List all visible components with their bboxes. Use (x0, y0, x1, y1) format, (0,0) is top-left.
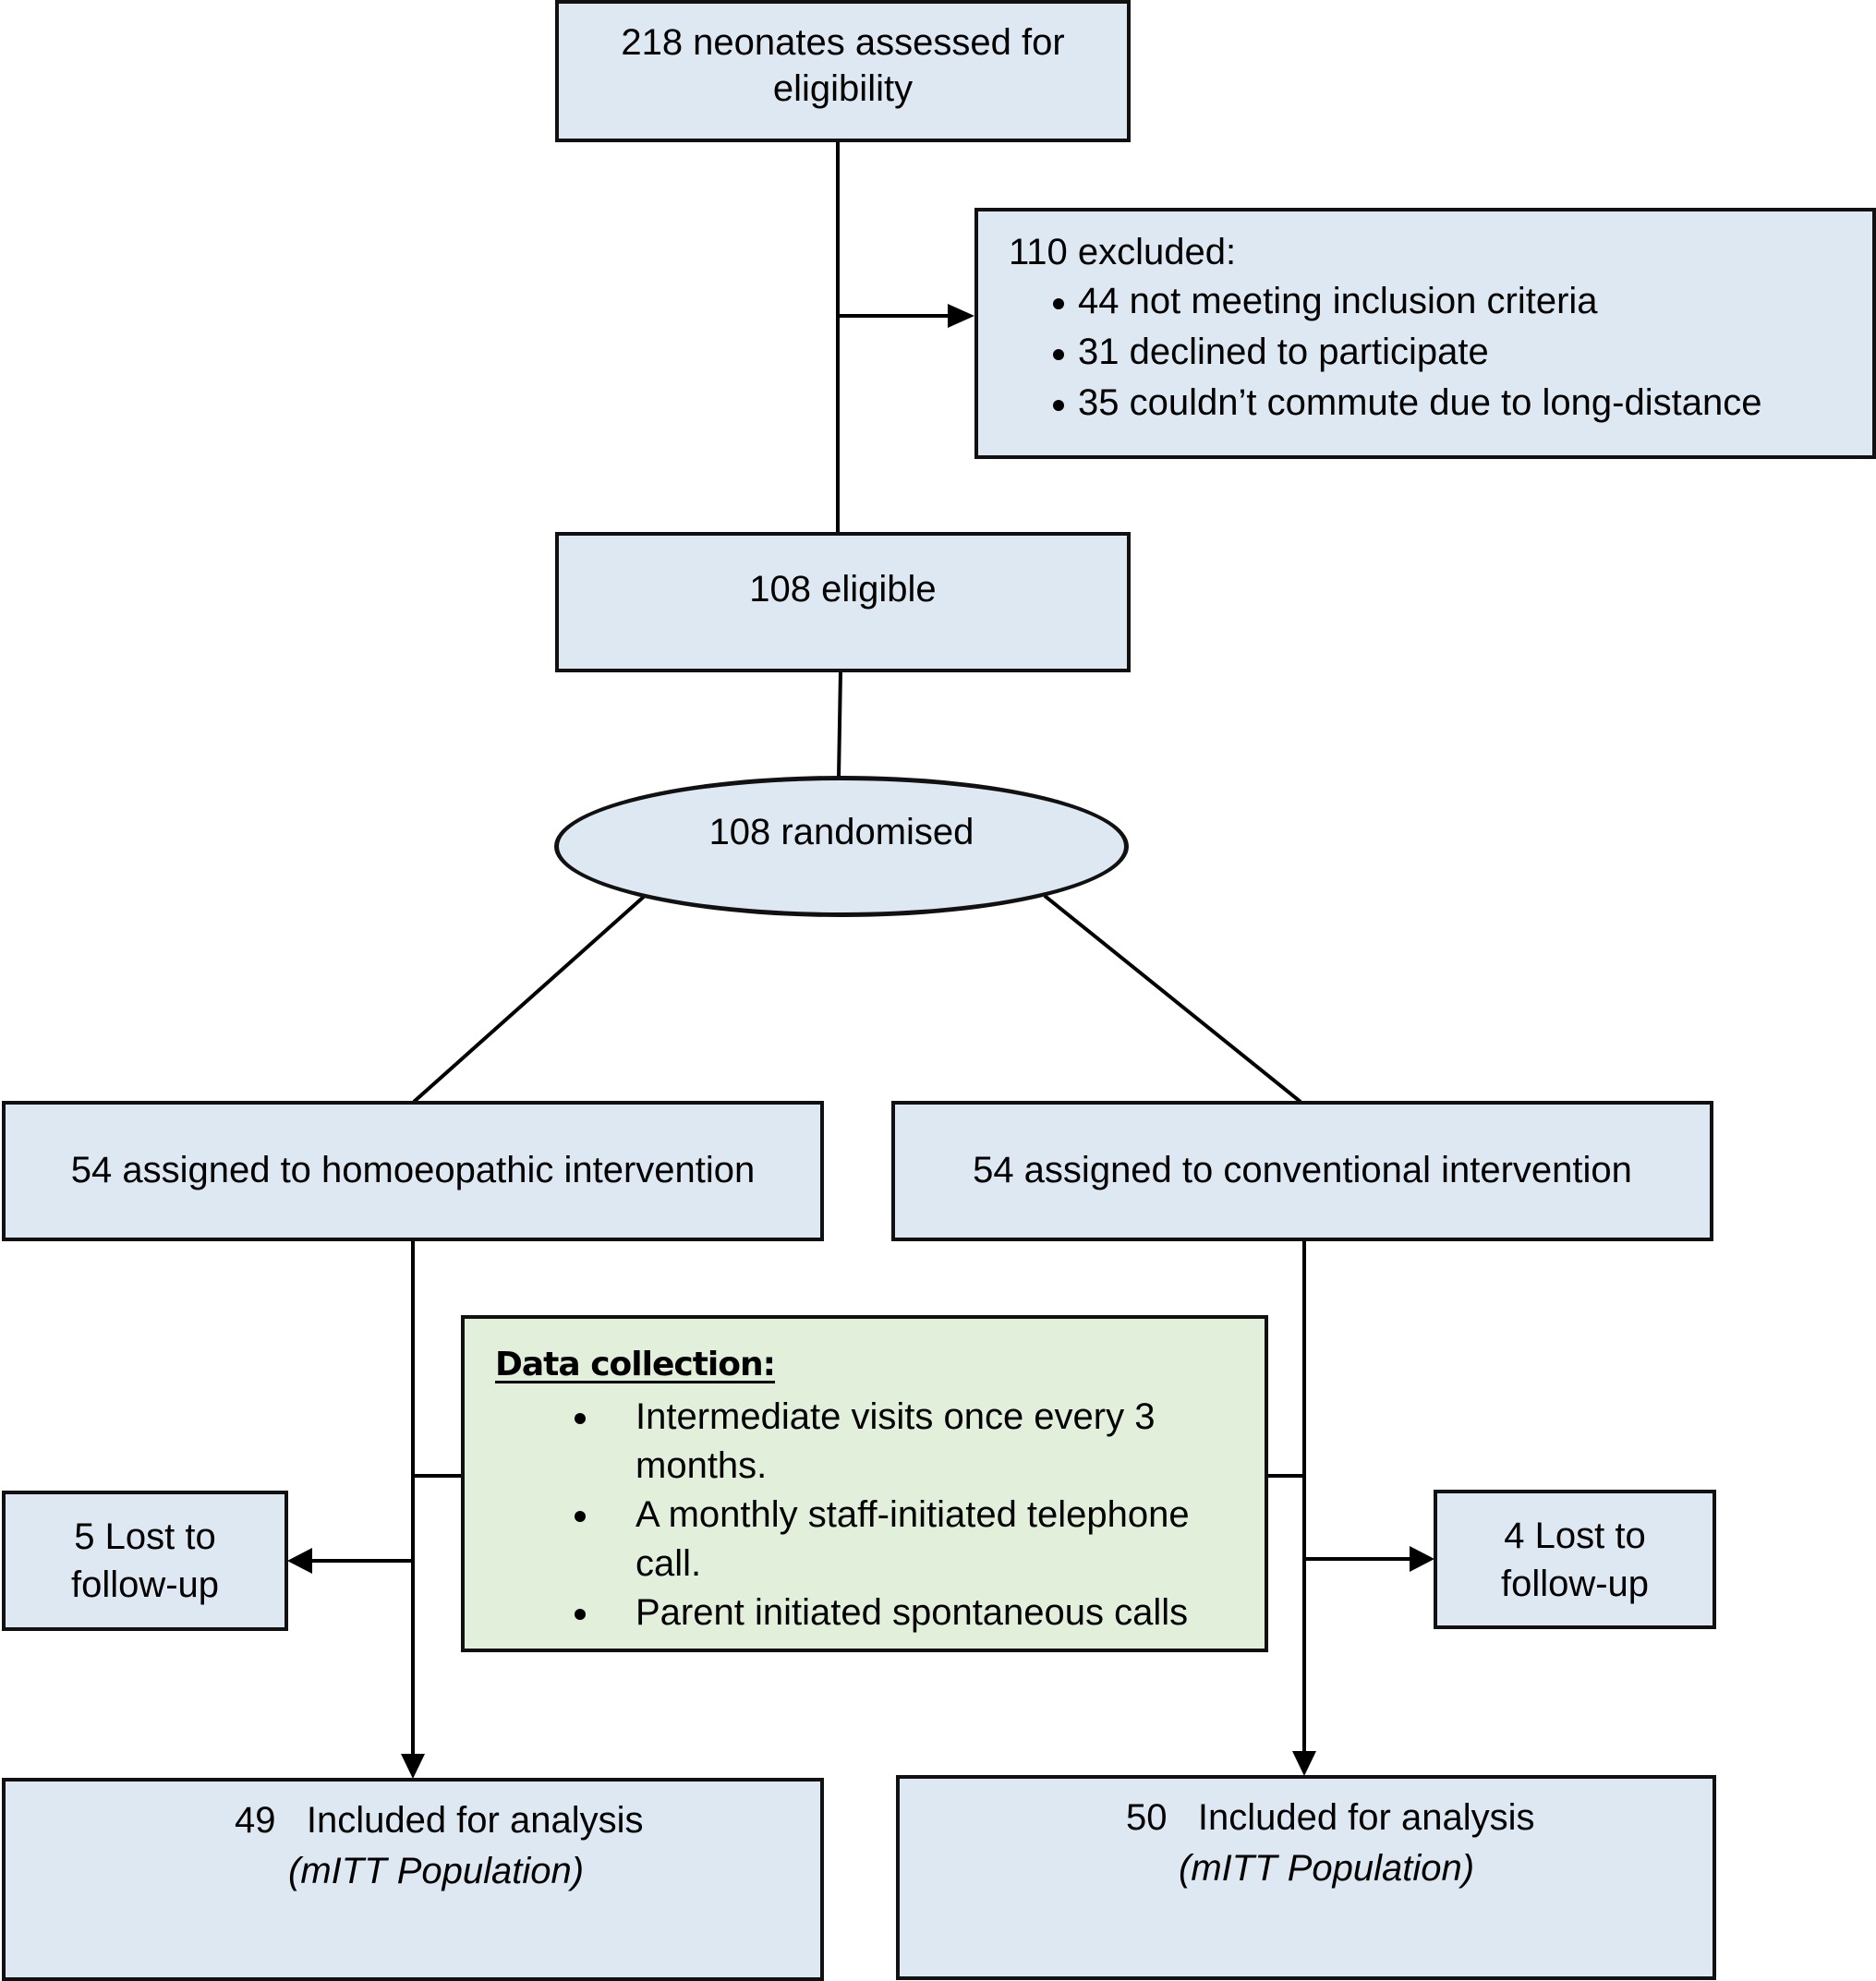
homoeopathic-analysed-line1: 49 Included for analysis (235, 1800, 644, 1841)
conventional-analysed-line2: (mITT Population) (1179, 1848, 1475, 1889)
excluded-item: 35 couldn’t commute due to long-distance (1053, 378, 1761, 429)
bullet-icon (575, 1413, 586, 1424)
arrowhead-analysed-left (401, 1754, 425, 1779)
homoeopathic-analysed-box: 49 Included for analysis (mITT Populatio… (2, 1778, 824, 1981)
excluded-item: 44 not meeting inclusion criteria (1053, 276, 1761, 327)
homoeopathic-lost-line1: 5 Lost to (74, 1516, 216, 1557)
arrowhead-lost-left (287, 1548, 312, 1574)
randomised-label: 108 randomised (708, 812, 974, 852)
bullet-icon (575, 1609, 586, 1620)
conventional-lost-line2: follow-up (1500, 1564, 1650, 1604)
conventional-assigned-label: 54 assigned to conventional intervention (973, 1150, 1632, 1190)
data-collection-item: Parent initiated spontaneous calls (575, 1588, 1190, 1637)
excluded-list: 44 not meeting inclusion criteria 31 dec… (1053, 276, 1761, 429)
homoeopathic-lost-line2: follow-up (70, 1564, 220, 1605)
conventional-analysed-line1: 50 Included for analysis (1126, 1797, 1535, 1838)
arrowhead-analysed-right (1292, 1751, 1316, 1776)
line-eligible-to-randomised (837, 670, 842, 779)
bullet-icon (575, 1511, 586, 1522)
homoeopathic-assigned-box: 54 assigned to homoeopathic intervention (2, 1101, 824, 1241)
randomised-ellipse: 108 randomised (554, 776, 1129, 917)
excluded-box: 110 excluded: 44 not meeting inclusion c… (974, 208, 1876, 459)
data-collection-list: Intermediate visits once every 3 months.… (575, 1393, 1190, 1637)
data-collection-box: Data collection: Intermediate visits onc… (461, 1315, 1268, 1652)
assessed-line1: 218 neonates assessed for (621, 22, 1065, 63)
line-randomised-to-homoeopathic (412, 894, 647, 1104)
homoeopathic-assigned-label: 54 assigned to homoeopathic intervention (70, 1150, 756, 1190)
data-collection-item-cont: call. (635, 1543, 702, 1584)
excluded-title: 110 excluded: (1009, 232, 1237, 272)
arrowhead-lost-right (1410, 1546, 1434, 1572)
homoeopathic-analysed-line2: (mITT Population) (288, 1851, 585, 1891)
assessed-box: 218 neonates assessed for eligibility (555, 0, 1131, 142)
data-collection-item-cont: months. (635, 1445, 768, 1486)
conventional-analysed-box: 50 Included for analysis (mITT Populatio… (896, 1775, 1716, 1980)
data-collection-title: Data collection: (495, 1346, 776, 1383)
line-randomised-to-conventional (1043, 894, 1302, 1104)
data-collection-item: A monthly staff-initiated telephone (575, 1491, 1190, 1540)
arrowhead-excluded (948, 304, 974, 328)
bullet-icon (1053, 400, 1064, 411)
data-collection-item: Intermediate visits once every 3 (575, 1393, 1190, 1442)
conventional-assigned-box: 54 assigned to conventional intervention (891, 1101, 1713, 1241)
eligible-label: 108 eligible (749, 569, 937, 610)
homoeopathic-lost-box: 5 Lost to follow-up (2, 1491, 288, 1631)
eligible-box: 108 eligible (555, 532, 1131, 672)
assessed-line2: eligibility (772, 68, 914, 109)
conventional-lost-box: 4 Lost to follow-up (1434, 1490, 1716, 1629)
bullet-icon (1053, 298, 1064, 309)
excluded-item: 31 declined to participate (1053, 327, 1761, 378)
bullet-icon (1053, 349, 1064, 360)
conventional-lost-line1: 4 Lost to (1504, 1516, 1646, 1556)
